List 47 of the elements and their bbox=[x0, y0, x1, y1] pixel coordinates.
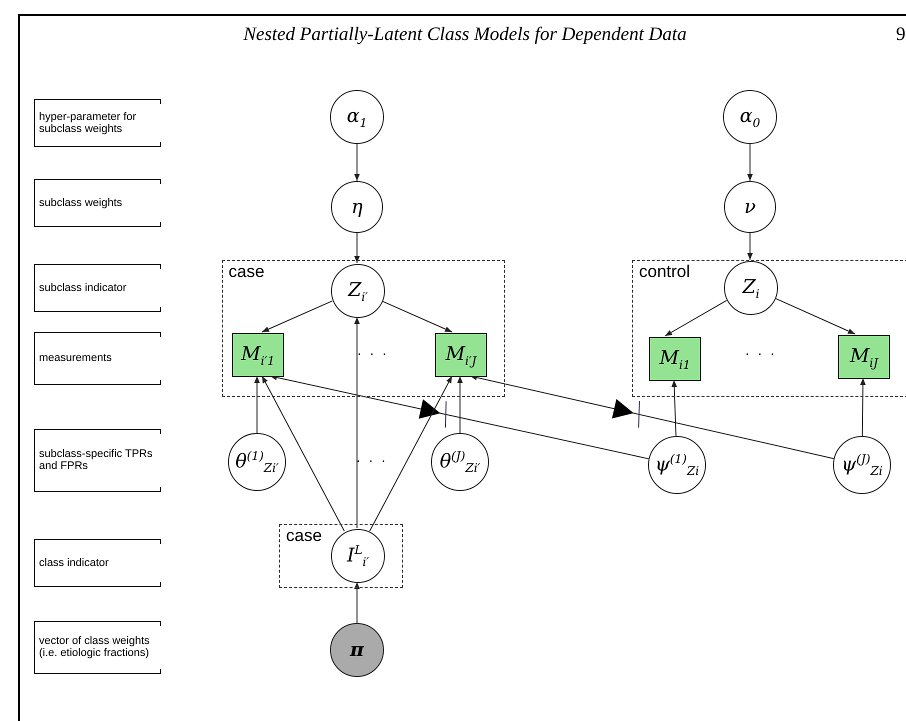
cut-arrow bbox=[470, 376, 834, 460]
ellipsis: · · · bbox=[357, 345, 389, 361]
arrow bbox=[354, 232, 360, 264]
plate-frame bbox=[279, 524, 403, 588]
arrow bbox=[354, 582, 360, 624]
plate-frame bbox=[632, 260, 906, 396]
arrow bbox=[860, 378, 866, 436]
arrow bbox=[457, 376, 463, 434]
plate-frame bbox=[222, 260, 504, 396]
variable-circle: α$_{1}$ bbox=[330, 90, 384, 144]
page-heading: Nested Partially-Latent Class Models for Dependent Data bbox=[242, 24, 688, 46]
measurement-square: M$_{iJ}$ bbox=[838, 335, 890, 379]
arrow bbox=[369, 376, 452, 532]
row-label: subclass indicator bbox=[34, 265, 163, 310]
arrow bbox=[774, 298, 856, 334]
arrow bbox=[354, 316, 360, 528]
ellipsis: · · · bbox=[356, 452, 388, 468]
row-label: class indicator bbox=[34, 540, 163, 585]
observed-variable-circle: π bbox=[330, 623, 384, 677]
arrow bbox=[254, 376, 260, 434]
variable-circle: Z$_{i′}$ bbox=[331, 264, 385, 318]
page-number: 9 bbox=[896, 24, 906, 46]
measurement-square: M$_{i′J}$ bbox=[435, 333, 487, 377]
measurement-square: M$_{i′1}$ bbox=[232, 333, 284, 377]
variable-circle: α$_{0}$ bbox=[723, 90, 777, 144]
variable-circle: ν bbox=[724, 181, 776, 233]
arrow bbox=[262, 376, 345, 532]
plate-label: case bbox=[228, 262, 264, 282]
row-label: subclass weights bbox=[34, 180, 163, 225]
cut-arrow bbox=[270, 376, 650, 460]
row-label: subclass-specific TPRs and FPRs bbox=[34, 430, 163, 490]
row-label: hyper-parameter for subclass weights bbox=[34, 100, 163, 145]
variable-circle: η bbox=[331, 181, 383, 233]
ellipsis: · · · bbox=[745, 345, 777, 361]
arrow bbox=[381, 300, 452, 332]
row-label: vector of class weights (i.e. etiologic fractions) bbox=[34, 622, 163, 672]
plate-label: case bbox=[286, 526, 322, 546]
arrow bbox=[262, 300, 333, 332]
arrow bbox=[671, 380, 678, 437]
row-label: measurements bbox=[34, 333, 163, 383]
arrow bbox=[747, 144, 753, 182]
arrow bbox=[664, 300, 728, 336]
measurement-square: M$_{i1}$ bbox=[649, 337, 701, 381]
plate-label: control bbox=[639, 262, 690, 282]
arrow bbox=[747, 232, 753, 260]
variable-circle: Z$_{i}$ bbox=[724, 261, 778, 315]
arrow bbox=[354, 144, 360, 182]
